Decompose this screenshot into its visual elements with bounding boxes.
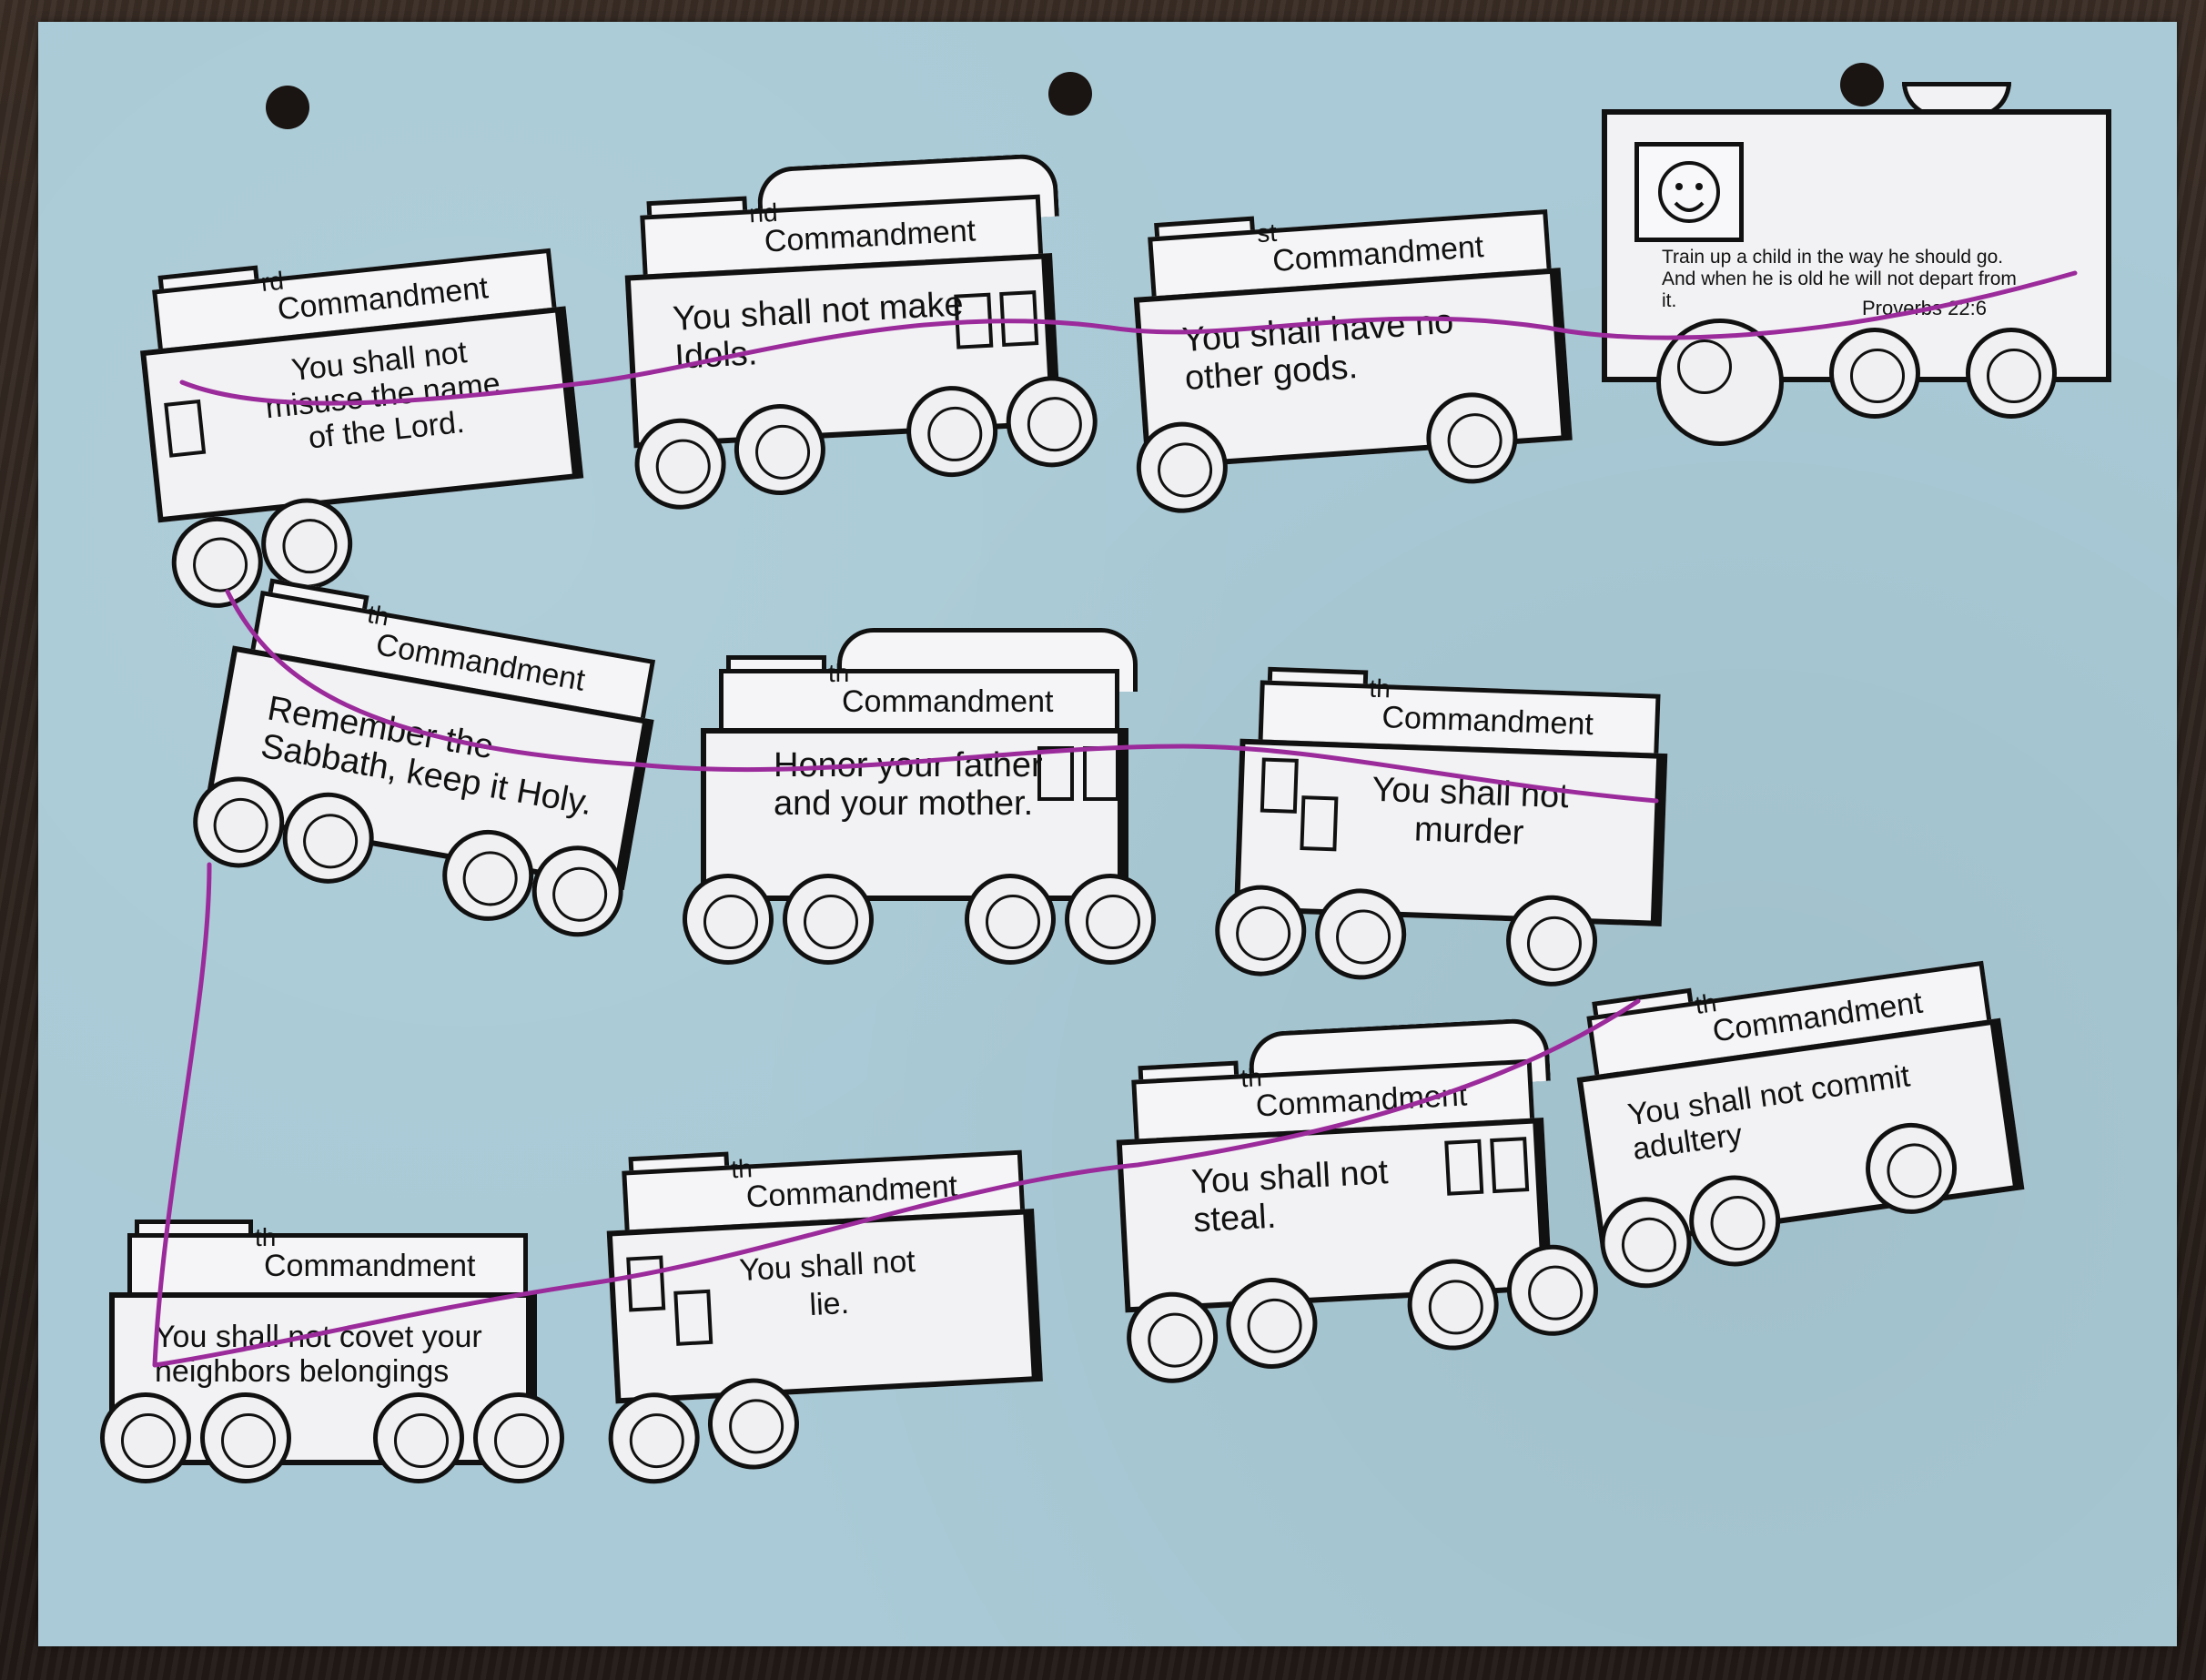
car-7: 7 th Commandment You shall not commit ad… xyxy=(1543,906,2060,1315)
car-word: Commandment xyxy=(264,1249,476,1283)
car-window xyxy=(1083,746,1119,801)
car-message: You shall not covet your neighbors belon… xyxy=(155,1320,482,1389)
car-window xyxy=(1490,1137,1530,1194)
wheel xyxy=(1065,874,1156,965)
punch-hole xyxy=(1048,72,1092,116)
wheel xyxy=(965,874,1056,965)
car-5: 5 th Commandment Honor your father and y… xyxy=(683,619,1156,965)
car-word: Commandment xyxy=(842,684,1054,719)
car-message: You shall not lie. xyxy=(738,1243,916,1323)
punch-hole xyxy=(1840,63,1884,106)
train-engine: Train up a child in the way he should go… xyxy=(1602,82,2130,446)
car-window xyxy=(673,1289,713,1346)
child-face-icon xyxy=(1634,142,1744,242)
car-window xyxy=(1300,795,1339,852)
car-9: 9 th Commandment You shall not lie. xyxy=(582,1098,1073,1486)
wheel xyxy=(783,874,874,965)
car-2: 2 nd Commandment You shall not make Idol… xyxy=(601,143,1100,513)
verse-reference: Proverbs 22:6 xyxy=(1862,297,1987,319)
car-window xyxy=(1444,1139,1484,1196)
wheel xyxy=(473,1392,564,1483)
car-message: You shall not murder xyxy=(1371,770,1570,853)
car-6: 6 th Commandment You shall not murder xyxy=(1213,629,1699,991)
car-window xyxy=(164,399,207,458)
wheel xyxy=(200,1392,291,1483)
wheel xyxy=(1966,328,2057,419)
car-window xyxy=(626,1255,666,1312)
punch-hole xyxy=(266,86,309,129)
car-message: Honor your father and your mother. xyxy=(774,746,1043,823)
car-window xyxy=(1260,757,1299,814)
wheel xyxy=(373,1392,464,1483)
car-10: 10 th Commandment You shall not covet yo… xyxy=(91,1183,564,1529)
wheel xyxy=(683,874,774,965)
wheel xyxy=(100,1392,191,1483)
car-1: 1 st Commandment You shall have no other… xyxy=(1108,157,1604,534)
car-word: Commandment xyxy=(1381,700,1594,743)
car-8: 8 th Commandment You shall not steal. xyxy=(1092,1007,1601,1386)
wheel xyxy=(1656,319,1784,446)
car-3: 3 rd Commandment You shall not misuse th… xyxy=(111,195,618,612)
wheel xyxy=(1829,328,1920,419)
car-message: You shall not steal. xyxy=(1190,1153,1390,1240)
